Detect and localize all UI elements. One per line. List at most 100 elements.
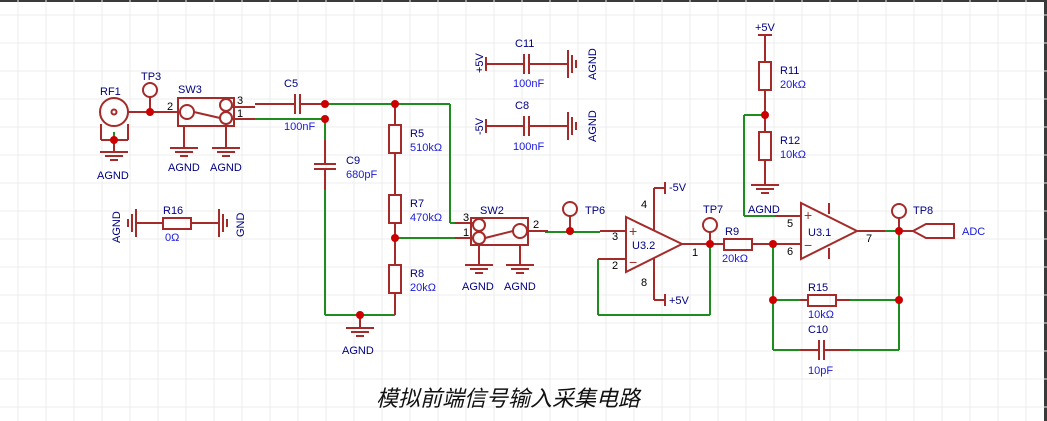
u32-vpos-label: +5V	[669, 295, 690, 307]
u32-vneg-label: -5V	[669, 182, 687, 194]
vpos-net-label: +5V	[755, 22, 776, 34]
ground-icon	[465, 264, 493, 274]
junction-dot	[769, 296, 777, 304]
r5-symbol[interactable]	[388, 104, 402, 195]
r15-ref: R15	[808, 282, 828, 294]
junction-dot	[321, 100, 329, 108]
r8-symbol[interactable]	[388, 264, 402, 315]
r11-ref: R11	[780, 65, 799, 77]
ground-icon	[506, 264, 534, 274]
junction-dot	[110, 136, 118, 144]
c5-ref: C5	[284, 78, 298, 90]
r12-value: 10kΩ	[780, 149, 806, 161]
sw3-pin-3: 3	[237, 95, 243, 107]
r16-gnd-label: GND	[235, 213, 247, 238]
adc-net-flag[interactable]	[899, 223, 955, 239]
ground-icon	[100, 151, 128, 161]
c8-symbol[interactable]	[485, 116, 568, 136]
rf1-agnd-label: AGND	[97, 170, 129, 182]
sw3-agnd-label-1: AGND	[168, 162, 200, 174]
r15-symbol[interactable]	[800, 294, 850, 307]
junction-dot	[146, 108, 154, 116]
r7-symbol[interactable]	[388, 194, 402, 265]
c5-symbol[interactable]	[255, 94, 325, 114]
c8-value: 100nF	[513, 141, 544, 153]
c9-ref: C9	[346, 155, 360, 167]
junction-dot	[391, 100, 399, 108]
r5-ref: R5	[410, 128, 424, 140]
u32-plus-sign: +	[629, 223, 637, 239]
c11-vpos-label: +5V	[474, 52, 486, 73]
ground-icon	[751, 184, 779, 194]
sw2-symbol[interactable]	[455, 217, 548, 265]
sw3-pin-2: 2	[167, 101, 173, 113]
sw2-agnd-label-2: AGND	[504, 281, 536, 293]
tp6-symbol[interactable]	[562, 201, 578, 231]
tp3-ref: TP3	[141, 71, 161, 83]
r9-ref: R9	[725, 226, 739, 238]
junction-dot	[566, 227, 574, 235]
r12-agnd-label: AGND	[748, 204, 780, 216]
ground-icon	[346, 327, 374, 337]
rf1-ref: RF1	[100, 86, 121, 98]
u31-pin-7: 7	[866, 233, 872, 245]
u31-symbol[interactable]	[773, 201, 885, 261]
sw3-agnd-label-2: AGND	[210, 162, 242, 174]
u32-pin-8: 8	[641, 277, 647, 289]
c11-ref: C11	[515, 38, 534, 50]
schematic-title: 模拟前端信号输入采集电路	[376, 387, 642, 412]
u32-pin-2: 2	[612, 260, 618, 272]
c11-value: 100nF	[513, 78, 544, 90]
sw3-ref: SW3	[178, 84, 202, 96]
sw3-symbol[interactable]	[177, 97, 255, 148]
tp8-symbol[interactable]	[891, 203, 907, 231]
r16-ref: R16	[163, 205, 183, 217]
junction-dot	[706, 240, 714, 248]
r12-symbol[interactable]	[758, 131, 772, 185]
r8-value: 20kΩ	[410, 282, 436, 294]
c10-ref: C10	[808, 324, 828, 336]
c9-value: 680pF	[346, 169, 377, 181]
window-frame-top	[0, 0, 1047, 2]
r16-symbol[interactable]	[136, 217, 219, 230]
sw2-pin-1: 1	[463, 227, 469, 239]
c9-symbol[interactable]	[314, 140, 336, 190]
u31-plus-sign: +	[804, 207, 812, 223]
tp8-ref: TP8	[913, 205, 933, 217]
junction-dot	[769, 240, 777, 248]
junction-dot	[895, 296, 903, 304]
sw2-ref: SW2	[480, 205, 504, 217]
sw2-agnd-label-1: AGND	[462, 281, 494, 293]
junction-dot	[391, 234, 399, 242]
u32-pin-1: 1	[692, 247, 698, 259]
tp3-symbol[interactable]	[142, 82, 158, 112]
ground-icon	[127, 209, 137, 237]
ground-icon	[567, 50, 577, 78]
ground-icon	[212, 147, 240, 157]
junction-dot	[895, 227, 903, 235]
junction-dot	[356, 311, 364, 319]
c8-vneg-label: -5V	[474, 117, 486, 135]
r8-ref: R8	[410, 268, 424, 280]
r5-value: 510kΩ	[410, 142, 442, 154]
c10-symbol[interactable]	[800, 340, 850, 360]
u32-minus-sign: −	[629, 254, 637, 270]
r11-value: 20kΩ	[780, 79, 806, 91]
c11-symbol[interactable]	[485, 54, 568, 74]
u32-symbol[interactable]	[598, 182, 720, 306]
ground-icon	[170, 147, 198, 157]
u32-ref: U3.2	[632, 240, 655, 252]
c8-ref: C8	[515, 100, 529, 112]
tp7-ref: TP7	[703, 204, 723, 216]
junction-dot	[761, 111, 769, 119]
gnd-agnd-label: AGND	[342, 345, 374, 357]
sw2-pin-2: 2	[533, 219, 539, 231]
c5-value: 100nF	[284, 121, 315, 133]
ground-icon	[567, 112, 577, 140]
r15-value: 10kΩ	[808, 309, 834, 321]
r12-ref: R12	[780, 135, 800, 147]
tp6-ref: TP6	[585, 205, 605, 217]
r9-value: 20kΩ	[722, 253, 748, 265]
sw3-pin-1: 1	[237, 108, 243, 120]
